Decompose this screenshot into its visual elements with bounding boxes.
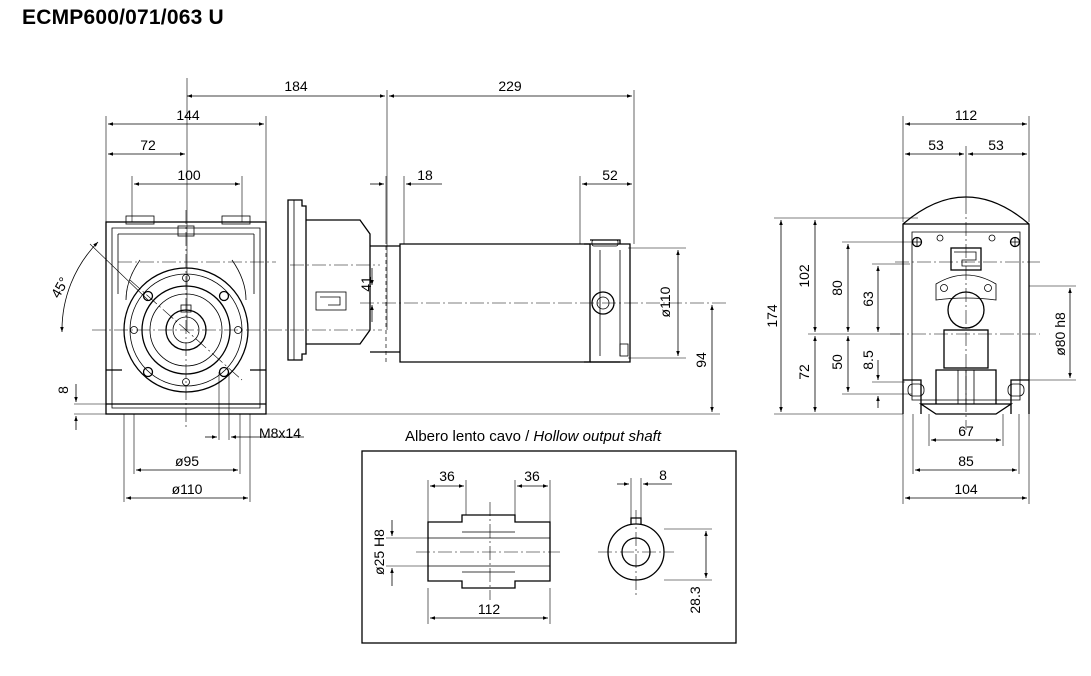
drawing-title: ECMP600/071/063 U	[22, 6, 224, 29]
dim-25-h8: ø25 H8	[371, 529, 387, 575]
dim-144: 144	[176, 107, 200, 123]
dim-85: 85	[958, 453, 974, 469]
dim-102: 102	[796, 264, 812, 288]
dim-8-keyway: 8	[659, 467, 667, 483]
dim-184: 184	[284, 78, 308, 94]
dim-50: 50	[829, 354, 845, 370]
dimension-labels: 184 229 144 72 100 18 52 41 ø110 94 45° …	[47, 78, 1068, 617]
dim-53-left: 53	[928, 137, 944, 153]
dim-104: 104	[954, 481, 978, 497]
dim-52: 52	[602, 167, 618, 183]
dim-63: 63	[860, 291, 876, 307]
dim-8-5: 8.5	[860, 350, 876, 370]
detail-caption: Albero lento cavo / Hollow output shaft	[405, 428, 662, 445]
dim-8-left: 8	[55, 386, 71, 394]
hollow-shaft-detail	[361, 450, 737, 644]
dim-36-left: 36	[439, 468, 455, 484]
side-view-motor	[287, 199, 728, 363]
dim-112-top: 112	[955, 107, 978, 123]
dim-80: 80	[829, 280, 845, 296]
dim-80-h8: ø80 h8	[1052, 312, 1068, 356]
dim-72-top: 72	[140, 137, 156, 153]
dim-110: ø110	[172, 481, 203, 497]
dim-100: 100	[177, 167, 201, 183]
dim-174: 174	[764, 304, 780, 328]
dim-72-right: 72	[796, 364, 812, 380]
end-view-gearbox	[890, 196, 1040, 430]
dim-95: ø95	[175, 453, 199, 469]
dimension-lines	[74, 78, 1076, 624]
dim-18: 18	[417, 167, 433, 183]
dim-112-detail: 112	[478, 601, 501, 617]
dim-28-3: 28.3	[687, 586, 703, 613]
dim-94: 94	[693, 352, 709, 368]
dim-53-right: 53	[988, 137, 1004, 153]
dim-45-deg: 45°	[47, 274, 71, 300]
dim-110-vertical: ø110	[657, 286, 673, 317]
dim-67: 67	[958, 423, 974, 439]
dim-36-right: 36	[524, 468, 540, 484]
dim-229: 229	[498, 78, 522, 94]
dim-41: 41	[358, 276, 374, 292]
thread-callout: M8x14	[259, 425, 301, 441]
front-view-gearbox	[60, 210, 382, 430]
